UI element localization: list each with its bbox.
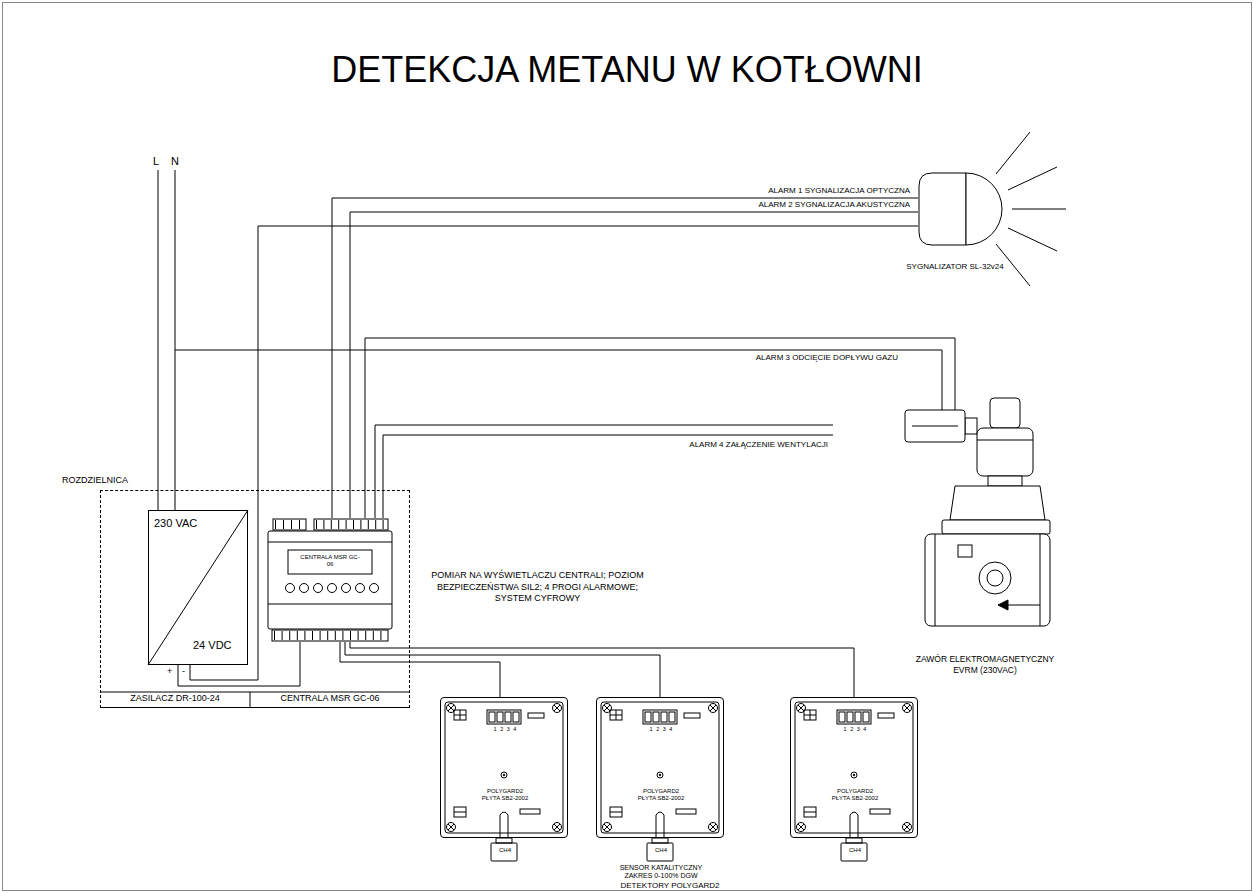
gas-detector: 1 2 3 4POLYGARD2 PŁYTA SB2-2002CH4SENSOR…	[596, 697, 724, 838]
power-supply: 230 VAC24 VDCZASILACZ DR-100-24	[148, 510, 248, 665]
title: DETEKCJA METANU W KOTŁOWNI	[0, 48, 1254, 91]
board-label: POLYGARD2 PŁYTA SB2-2002	[828, 788, 882, 802]
board-label: POLYGARD2 PŁYTA SB2-2002	[634, 788, 688, 802]
wire	[332, 198, 918, 518]
cabinet: ROZDZIELNICA230 VAC24 VDCZASILACZ DR-100…	[100, 490, 410, 708]
sensor-gas: CH4	[843, 847, 867, 854]
note: POMIAR NA WYŚWIETLACZU CENTRALI; POZIOM …	[425, 570, 650, 605]
ventilation-wires	[375, 425, 833, 518]
sensor-note: SENSOR KATALITYCZNY ZAKRES 0-100% DGW	[611, 864, 711, 880]
polarity-mark: +	[167, 666, 172, 677]
edge-label: ALARM 3 ODCIĘCIE DOPŁYWU GAZU	[754, 353, 900, 363]
group-label: DETEKTORY POLYGARD2	[580, 881, 760, 891]
terminal-numbers: 1 2 3 4	[641, 726, 681, 733]
beacon-rays	[996, 132, 1066, 286]
wire	[340, 642, 500, 697]
cabinet-strip	[100, 692, 410, 708]
device-label: ZASILACZ DR-100-24	[100, 693, 250, 704]
wire	[190, 226, 918, 680]
power-wires	[158, 170, 955, 510]
edge-label: ALARM 2 SYGNALIZACJA AKUSTYCZNA	[756, 200, 912, 210]
device-label: CENTRALA MSR GC-06	[250, 693, 410, 704]
polarity-mark: -	[182, 666, 185, 677]
wire	[345, 642, 660, 697]
page-frame	[3, 3, 1252, 891]
signal-label: ALARM 4 ZAŁĄCZENIE WENTYLACJI	[687, 440, 830, 450]
solenoid-valve	[905, 398, 1050, 626]
gas-detector: 1 2 3 4POLYGARD2 PŁYTA SB2-2002CH4	[790, 697, 918, 838]
device-label: SYGNALIZATOR SL-32v24	[875, 262, 1035, 272]
output-voltage: 24 VDC	[193, 639, 232, 652]
input-voltage: 230 VAC	[154, 517, 197, 530]
wire	[365, 338, 955, 518]
gas-detector: 1 2 3 4POLYGARD2 PŁYTA SB2-2002CH4	[440, 697, 568, 838]
controller-device	[268, 519, 392, 641]
signaller-outline	[918, 172, 1010, 246]
signaller: SYGNALIZATOR SL-32v24	[918, 172, 1010, 246]
control-unit: CENTRALA MSR GC-06CENTRALA MSR GC-06	[268, 518, 392, 642]
wire	[350, 642, 854, 697]
solenoid-valve-node: ZAWÓR ELEKTROMAGNETYCZNY EVRM (230VAC)	[900, 398, 1050, 628]
edge-label: ALARM 1 SYGNALIZACJA OPTYCZNA	[766, 186, 912, 196]
sensor-gas: CH4	[649, 847, 673, 854]
terminal-numbers: 1 2 3 4	[485, 726, 525, 733]
board-label: POLYGARD2 PŁYTA SB2-2002	[478, 788, 532, 802]
psu-symbol	[148, 510, 248, 665]
wire-name: L	[153, 155, 159, 168]
cabinet-label: ROZDZIELNICA	[62, 475, 128, 486]
sensor-gas: CH4	[493, 847, 517, 854]
wire-name: N	[171, 155, 179, 168]
wire	[350, 212, 918, 518]
terminal-numbers: 1 2 3 4	[835, 726, 875, 733]
device-label: ZAWÓR ELEKTROMAGNETYCZNY EVRM (230VAC)	[910, 654, 1060, 677]
display-text: CENTRALA MSR GC-06	[300, 554, 360, 568]
